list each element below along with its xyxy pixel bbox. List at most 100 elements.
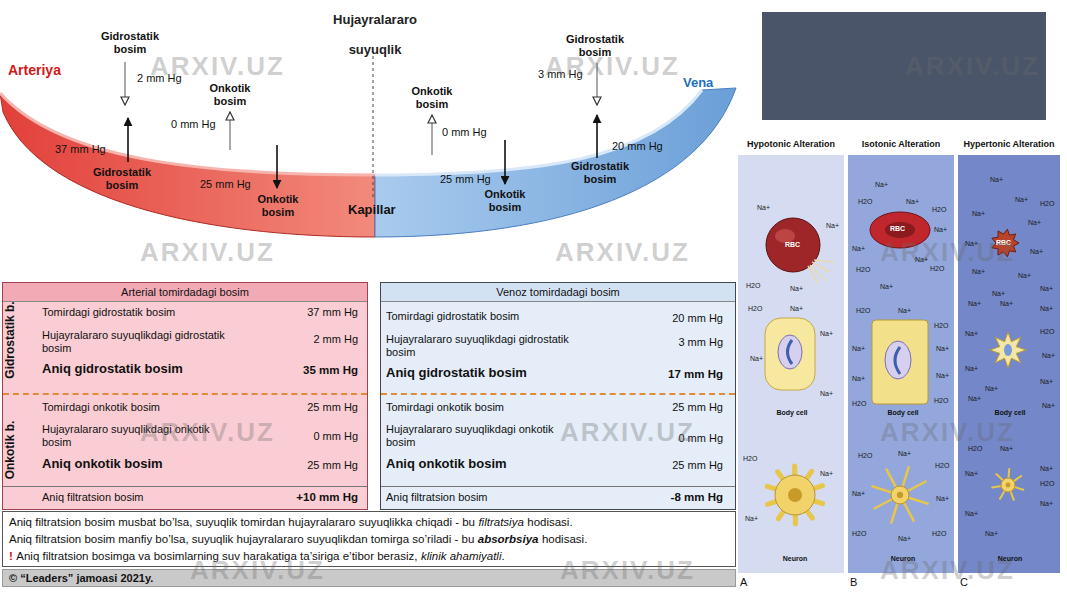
ion-label: Na+ [852, 490, 865, 498]
pressure-arrow [596, 115, 598, 158]
pressure-arrow [230, 112, 231, 150]
panel-letter: B [850, 576, 857, 589]
table-cell: Tomirdagi onkotik bosim [42, 401, 160, 414]
ion-label: Na+ [1040, 305, 1053, 313]
ion-label: H2O [1040, 480, 1054, 488]
panel-ground [958, 155, 1060, 573]
pressure-name: Onkotik bosim [474, 188, 536, 213]
ion-label: Na+ [898, 535, 911, 543]
pressure-name: Onkotik bosim [401, 85, 463, 110]
ion-label: Na+ [1015, 196, 1028, 204]
watermark: ARXIV.UZ [140, 238, 275, 268]
ion-label: Na+ [1030, 248, 1043, 256]
neuron-nucleus [897, 492, 903, 498]
ion-label: Na+ [898, 307, 911, 315]
pressure-value: 0 mm Hg [442, 126, 487, 139]
divider-line [373, 56, 374, 200]
ion-label: H2O [746, 282, 760, 290]
pressure-name: Onkotik bosim [199, 82, 261, 107]
side-heading: Gidrostatik b. [4, 301, 18, 378]
ion-label: Na+ [875, 181, 888, 189]
pressure-value: 25 mm Hg [440, 173, 491, 186]
ion-label: Na+ [1040, 378, 1053, 386]
table-cell: 25 mm Hg [672, 401, 723, 414]
table-cell: Tomirdagi onkotik bosim [386, 401, 504, 414]
note-text: Aniq filtratsion bosim musbat bo’lsa, su… [9, 516, 475, 528]
ion-label: H2O [748, 305, 762, 313]
ion-label: Na+ [826, 222, 839, 230]
watermark: ARXIV.UZ [880, 556, 1015, 586]
pressure-name: Gidrostatik bosim [81, 166, 163, 191]
pressure-name: Onkotik bosim [247, 193, 309, 218]
watermark: ARXIV.UZ [140, 418, 275, 448]
nucleus-detail [788, 340, 793, 364]
table-heading: Venoz tomirdadagi bosim [381, 283, 735, 301]
ion-label: H2O [1040, 200, 1054, 208]
cell-name: Body cell [776, 409, 807, 417]
ion-label: Na+ [1040, 465, 1053, 473]
nucleus-detail [895, 347, 900, 374]
pressure-value: 20 mm Hg [612, 140, 663, 153]
ion-label: Na+ [1018, 272, 1031, 280]
ion-label: Na+ [750, 355, 763, 363]
nucleus [885, 341, 911, 379]
rbc-highlight [775, 229, 795, 243]
watermark: ARXIV.UZ [555, 238, 690, 268]
note-text: absorbsiya [478, 533, 539, 545]
artery-edge [0, 93, 375, 175]
table-cell: 2 mm Hg [313, 333, 358, 346]
region-title: Hujayralararo suyuqlik [320, 5, 430, 65]
ion-label: Na+ [965, 330, 978, 338]
vessel-name: Arteriya [8, 62, 61, 78]
body-cell-normal [872, 320, 928, 404]
table-cell: 0 mm Hg [313, 430, 358, 443]
pressure-value: 25 mm Hg [200, 178, 251, 191]
ion-label: H2O [930, 265, 944, 273]
table-cell: 37 mm Hg [307, 306, 358, 319]
table-cell-total: Aniq gidrostatik bosim [42, 362, 183, 377]
ion-label: Na+ [968, 300, 981, 308]
watermark: ARXIV.UZ [190, 556, 325, 586]
ion-label: H2O [935, 462, 949, 470]
watermark: ARXIV.UZ [905, 52, 1040, 82]
row-separator [3, 486, 367, 487]
side-heading: Onkotik b. [4, 421, 18, 480]
watermark: ARXIV.UZ [880, 238, 1015, 268]
ion-label: Na+ [990, 176, 1003, 184]
ion-label: H2O [932, 530, 946, 538]
ion-label: Na+ [1040, 500, 1053, 508]
ion-label: Na+ [1040, 285, 1053, 293]
ion-label: H2O [856, 266, 870, 274]
table-cell: Hujayralararo suyuqlikdagi gidrostatik b… [386, 333, 576, 358]
table-cell-total: -8 mm Hg [671, 491, 723, 504]
artery-band [0, 93, 375, 237]
ion-label: Na+ [757, 204, 770, 212]
ion-label: Na+ [1028, 219, 1041, 227]
panel-heading: Hypertonic Alteration [955, 139, 1063, 149]
row-separator [381, 486, 735, 487]
neuron-nucleus [788, 488, 802, 502]
watermark: ARXIV.UZ [560, 556, 695, 586]
ion-label: Na+ [985, 530, 998, 538]
rbc-rupture [808, 266, 818, 283]
watermark: ARXIV.UZ [545, 52, 680, 82]
cell-name: RBC [890, 225, 905, 233]
ion-label: Na+ [985, 385, 998, 393]
watermark: ARXIV.UZ [560, 418, 695, 448]
cell-name: RBC [785, 241, 800, 249]
panel-ground [738, 155, 844, 573]
table-cell: 3 mm Hg [678, 336, 723, 349]
ion-label: H2O [856, 307, 870, 315]
ion-label: Na+ [936, 372, 949, 380]
pressure-arrow [127, 118, 129, 162]
ion-label: Na+ [972, 210, 985, 218]
table-cell: Tomirdagi gidrostatik bosim [42, 306, 175, 319]
pressure-arrow [432, 115, 433, 155]
table-cell-total: Aniq onkotik bosim [42, 457, 163, 472]
note-line: Aniq filtratsion bosim manfiy bo’lsa, su… [9, 531, 729, 548]
alteration-panel: Isotonic Alteration [848, 155, 954, 573]
ion-label: H2O [934, 322, 948, 330]
nucleus [778, 335, 802, 369]
note-line: Aniq filtratsion bosim musbat bo’lsa, su… [9, 514, 729, 531]
